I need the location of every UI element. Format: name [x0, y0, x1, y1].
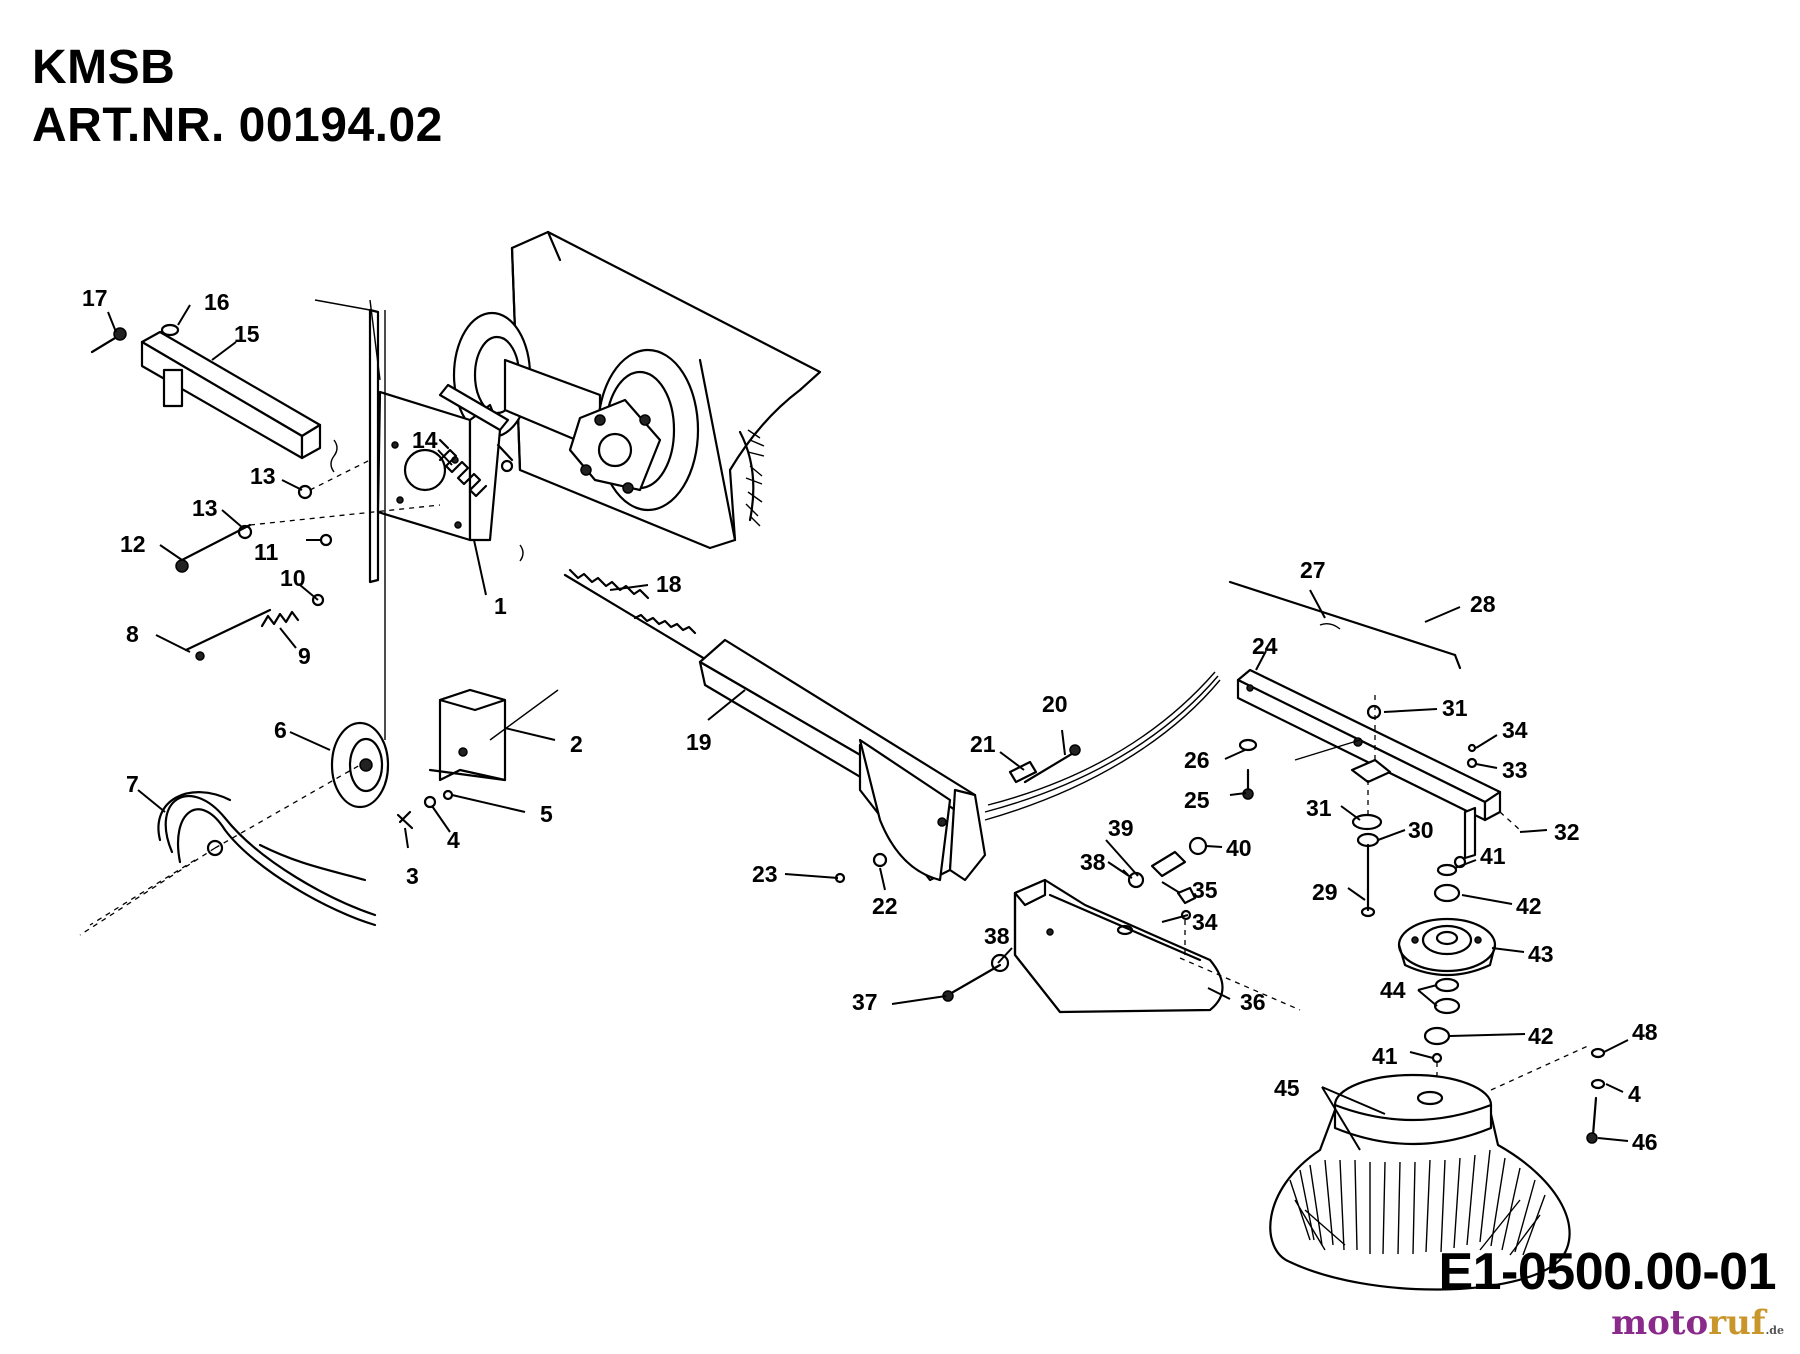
watermark-part3: .de — [1765, 1324, 1784, 1337]
callout-37: 37 — [852, 989, 878, 1015]
callout-15: 15 — [234, 321, 260, 347]
callout-12: 12 — [120, 531, 146, 557]
callout-42b: 42 — [1528, 1023, 1554, 1049]
callout-31b: 31 — [1306, 795, 1332, 821]
callout-41b: 41 — [1372, 1043, 1398, 1069]
callout-33: 33 — [1502, 757, 1528, 783]
callout-20: 20 — [1042, 691, 1068, 717]
callout-30: 30 — [1408, 817, 1434, 843]
callout-13b: 13 — [192, 495, 218, 521]
leader-lines — [107, 304, 1629, 1151]
part-6-pulley — [330, 310, 390, 809]
callout-43: 43 — [1528, 941, 1554, 967]
callout-labels: 1 2 3 4 5 6 7 8 9 10 11 12 13 13 14 15 1… — [82, 285, 1658, 1155]
callout-1: 1 — [494, 593, 507, 619]
callout-45: 45 — [1274, 1075, 1300, 1101]
callout-24: 24 — [1252, 633, 1278, 659]
watermark-part2: ruf — [1708, 1303, 1766, 1343]
callout-21: 21 — [970, 731, 996, 757]
callout-27: 27 — [1300, 557, 1326, 583]
part-14-spring — [438, 438, 514, 498]
parts-3-4-5 — [396, 789, 454, 830]
callout-28: 28 — [1470, 591, 1496, 617]
callout-4: 4 — [447, 827, 460, 853]
parts-4-46-48 — [1586, 1047, 1606, 1144]
callout-8: 8 — [126, 621, 139, 647]
callout-3: 3 — [406, 863, 419, 889]
callout-34a: 34 — [1502, 717, 1528, 743]
callout-18: 18 — [656, 571, 682, 597]
callout-19: 19 — [686, 729, 712, 755]
callout-17: 17 — [82, 285, 108, 311]
callout-41a: 41 — [1480, 843, 1506, 869]
part-15-tube — [90, 323, 338, 473]
article-number: ART.NR. 00194.02 — [32, 99, 443, 152]
part-1-bracket — [314, 299, 510, 584]
parts-41-42-43-44 — [1397, 863, 1497, 1080]
callout-44: 44 — [1380, 977, 1406, 1003]
part-36-brush-arm — [1013, 878, 1301, 1014]
callout-7: 7 — [126, 771, 139, 797]
callout-23: 23 — [752, 861, 778, 887]
model-title: KMSB — [32, 41, 176, 94]
callout-38b: 38 — [1080, 849, 1106, 875]
callout-9: 9 — [298, 643, 311, 669]
watermark-logo[interactable]: motoruf.de — [1611, 1306, 1784, 1340]
small-hardware-left — [175, 459, 441, 661]
callout-38a: 38 — [984, 923, 1010, 949]
callout-34b: 34 — [1192, 909, 1218, 935]
part-19-arm — [698, 638, 1221, 882]
callout-10: 10 — [280, 565, 306, 591]
callout-6: 6 — [274, 717, 287, 743]
callout-11: 11 — [254, 539, 279, 565]
callout-36: 36 — [1240, 989, 1266, 1015]
callout-16: 16 — [204, 289, 230, 315]
callout-48: 48 — [1632, 1019, 1658, 1045]
callout-25: 25 — [1184, 787, 1210, 813]
part-2-bracket — [428, 688, 559, 782]
callout-31a: 31 — [1442, 695, 1468, 721]
callout-14: 14 — [412, 427, 438, 453]
part-24-bar — [1236, 668, 1521, 869]
callout-5: 5 — [540, 801, 553, 827]
bolts-20-21-22-23 — [834, 744, 1081, 884]
callout-13a: 13 — [250, 463, 276, 489]
callout-32: 32 — [1554, 819, 1580, 845]
callout-35: 35 — [1192, 877, 1218, 903]
diagram-code: E1-0500.00-01 — [1438, 1243, 1776, 1301]
part-7-belt — [79, 764, 377, 936]
part-45-brush — [1269, 1044, 1591, 1291]
watermark-part1: moto — [1611, 1303, 1709, 1343]
callout-26: 26 — [1184, 747, 1210, 773]
callout-4b: 4 — [1628, 1081, 1641, 1107]
callout-40: 40 — [1226, 835, 1252, 861]
part-18-rod-and-spring — [519, 544, 722, 670]
callout-29: 29 — [1312, 879, 1338, 905]
callout-39: 39 — [1108, 815, 1134, 841]
callout-46: 46 — [1632, 1129, 1658, 1155]
parts-29-30-spindle — [1351, 780, 1383, 918]
part-27-rod — [1228, 580, 1462, 670]
callout-42a: 42 — [1516, 893, 1542, 919]
callout-2: 2 — [570, 731, 583, 757]
sweeper-housing — [452, 230, 822, 550]
callout-22: 22 — [872, 893, 898, 919]
parts-25-26-31-33-34 — [1238, 704, 1478, 800]
